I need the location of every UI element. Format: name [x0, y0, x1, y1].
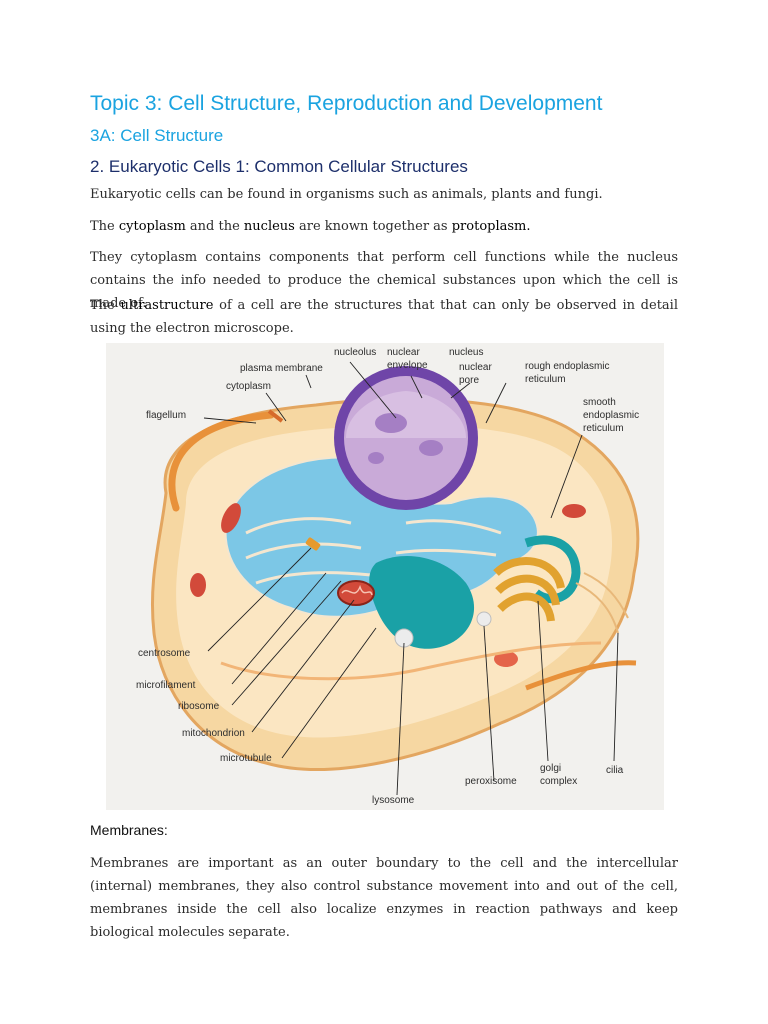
- cell-diagram-svg: nucleolus nuclear envelope nucleus nucle…: [136, 347, 640, 806]
- text: and the: [185, 219, 244, 234]
- paragraph-cytoplasm: They cytoplasm contains components that …: [90, 250, 678, 311]
- cell-diagram: nucleolus nuclear envelope nucleus nucle…: [106, 343, 664, 810]
- smooth-er: [369, 555, 475, 649]
- text: The: [90, 219, 119, 234]
- label-flagellum: flagellum: [146, 410, 186, 421]
- label-nucleolus: nucleolus: [334, 347, 376, 358]
- label-smooth-er-3: reticulum: [583, 423, 624, 434]
- label-cilia: cilia: [606, 765, 624, 776]
- term-protoplasm: protoplasm.: [451, 219, 531, 234]
- label-microtubule: microtubule: [220, 753, 272, 764]
- paragraph-membranes: Membranes are important as an outer boun…: [90, 856, 678, 940]
- label-nuclear: nuclear: [387, 347, 420, 358]
- paragraph-protoplasm: The cytoplasm and the nucleus are known …: [90, 215, 678, 238]
- term-cytoplasm: cytoplasm: [118, 219, 186, 234]
- label-nucleus: nucleus: [449, 347, 483, 358]
- label-pore: pore: [459, 375, 479, 386]
- label-nuclear-2: nuclear: [459, 362, 492, 373]
- flagellum-shape: [168, 411, 275, 512]
- subsection-heading: 2. Eukaryotic Cells 1: Common Cellular S…: [90, 157, 468, 176]
- flagellum-base: [267, 409, 284, 423]
- term-ultrastructure: ultrastructure: [120, 298, 214, 313]
- text: The: [90, 298, 121, 313]
- topic-heading: Topic 3: Cell Structure, Reproduction an…: [90, 92, 603, 115]
- label-golgi-2: complex: [540, 776, 577, 787]
- centrosome-shape: [305, 537, 321, 551]
- label-rough-er-1: rough endoplasmic: [525, 361, 610, 372]
- label-cytoplasm: cytoplasm: [226, 381, 271, 392]
- label-mitochondrion: mitochondrion: [182, 728, 245, 739]
- label-envelope: envelope: [387, 360, 428, 371]
- label-smooth-er-2: endoplasmic: [583, 410, 639, 421]
- label-microfilament: microfilament: [136, 680, 196, 691]
- label-ribosome: ribosome: [178, 701, 220, 712]
- term-nucleus: nucleus: [243, 219, 295, 234]
- text: are known together as: [294, 219, 452, 234]
- membranes-heading: Membranes:: [90, 822, 168, 838]
- label-rough-er-2: reticulum: [525, 374, 566, 385]
- label-lysosome: lysosome: [372, 795, 415, 806]
- golgi-shape: [493, 557, 565, 622]
- paragraph-intro: Eukaryotic cells can be found in organis…: [90, 187, 603, 202]
- label-peroxisome: peroxisome: [465, 776, 517, 787]
- label-golgi-1: golgi: [540, 763, 561, 774]
- label-plasma-membrane: plasma membrane: [240, 363, 323, 374]
- section-heading: 3A: Cell Structure: [90, 126, 224, 145]
- label-smooth-er-1: smooth: [583, 397, 616, 408]
- peroxisome-shape: [476, 611, 492, 627]
- label-centrosome: centrosome: [138, 648, 191, 659]
- paragraph-ultrastructure: The ultrastructure of a cell are the str…: [90, 294, 678, 340]
- text: of a cell are the structures that that c…: [90, 298, 678, 336]
